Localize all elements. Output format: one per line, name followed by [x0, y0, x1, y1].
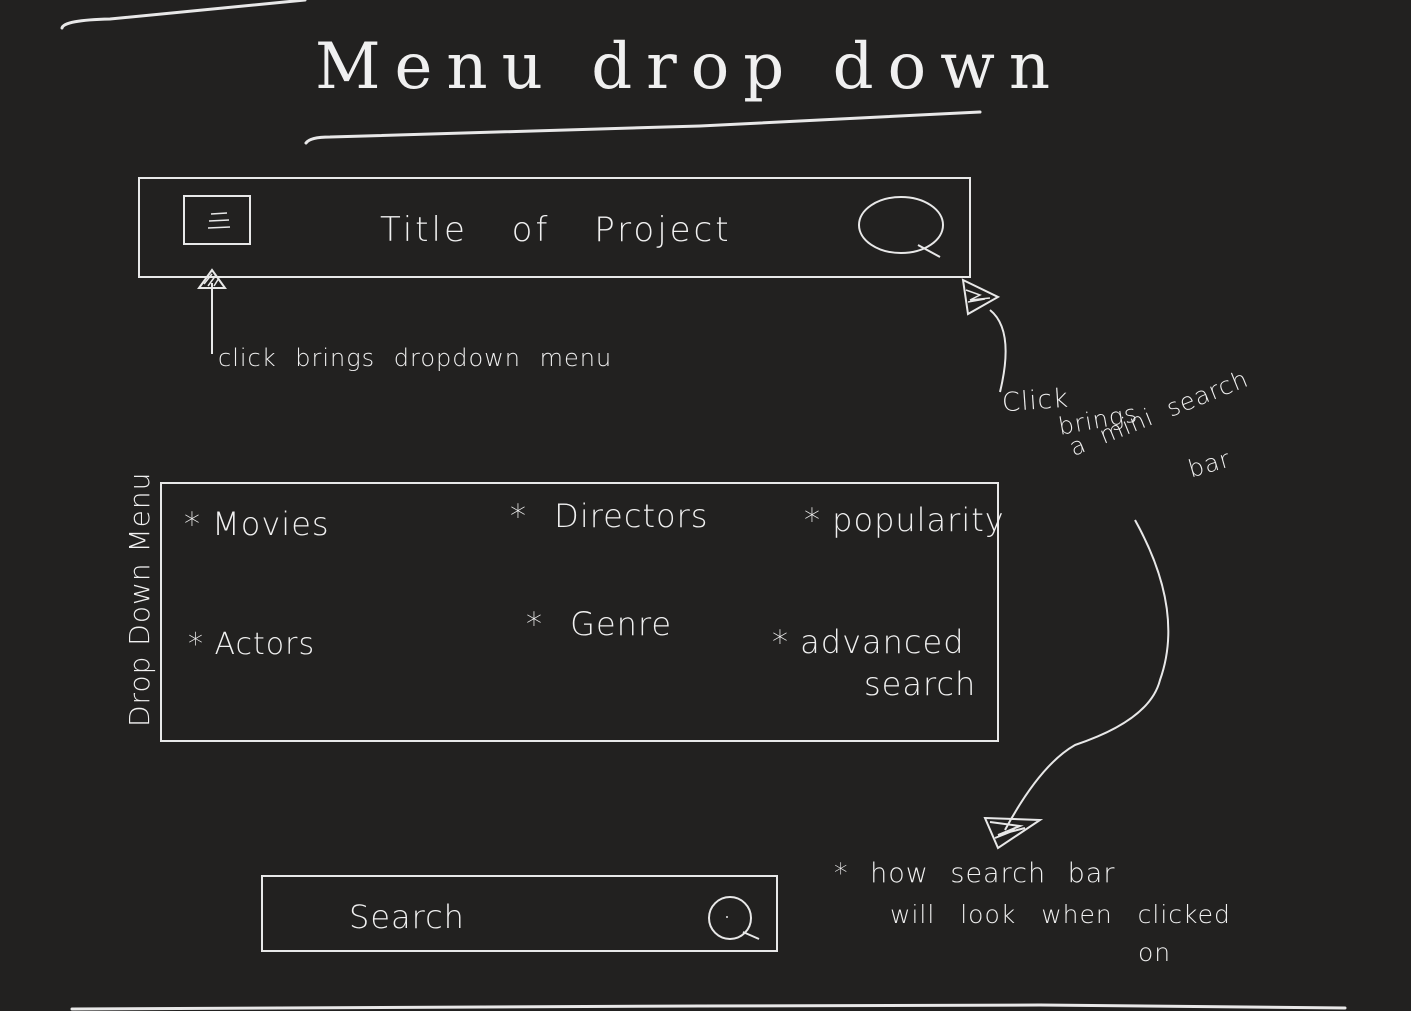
menu-item-genre[interactable]: * Genre	[526, 605, 673, 643]
hamburger-icon	[205, 211, 233, 231]
search-bar-note-line-1: * how search bar	[834, 858, 1116, 889]
project-title: Title of Project	[380, 210, 732, 250]
page-title: Menu drop down	[315, 30, 1065, 104]
menu-item-actors[interactable]: * Actors	[188, 627, 316, 662]
hamburger-note: click brings dropdown menu	[218, 344, 613, 372]
menu-item-directors[interactable]: * Directors	[510, 497, 709, 535]
mini-search-bar[interactable]: Search	[261, 875, 778, 952]
header-bar: Title of Project	[138, 177, 971, 278]
search-note-line-4: bar	[1184, 444, 1234, 484]
search-bar-note-line-3: on	[1138, 938, 1172, 967]
search-bar-note-line-2: will look when clicked	[890, 900, 1231, 929]
search-icon[interactable]	[705, 895, 761, 943]
menu-item-movies[interactable]: * Movies	[184, 505, 330, 543]
dropdown-side-label: Drop Down Menu	[123, 471, 156, 727]
menu-item-advanced-search-line-2[interactable]: search	[864, 665, 977, 703]
menu-item-popularity[interactable]: * popularity	[804, 501, 1005, 539]
dropdown-menu: * Movies * Directors * popularity * Acto…	[160, 482, 1004, 742]
menu-item-advanced-search[interactable]: * advanced	[772, 623, 965, 661]
search-input[interactable]: Search	[349, 898, 465, 936]
hamburger-button[interactable]	[183, 195, 251, 245]
search-icon[interactable]	[858, 195, 948, 259]
